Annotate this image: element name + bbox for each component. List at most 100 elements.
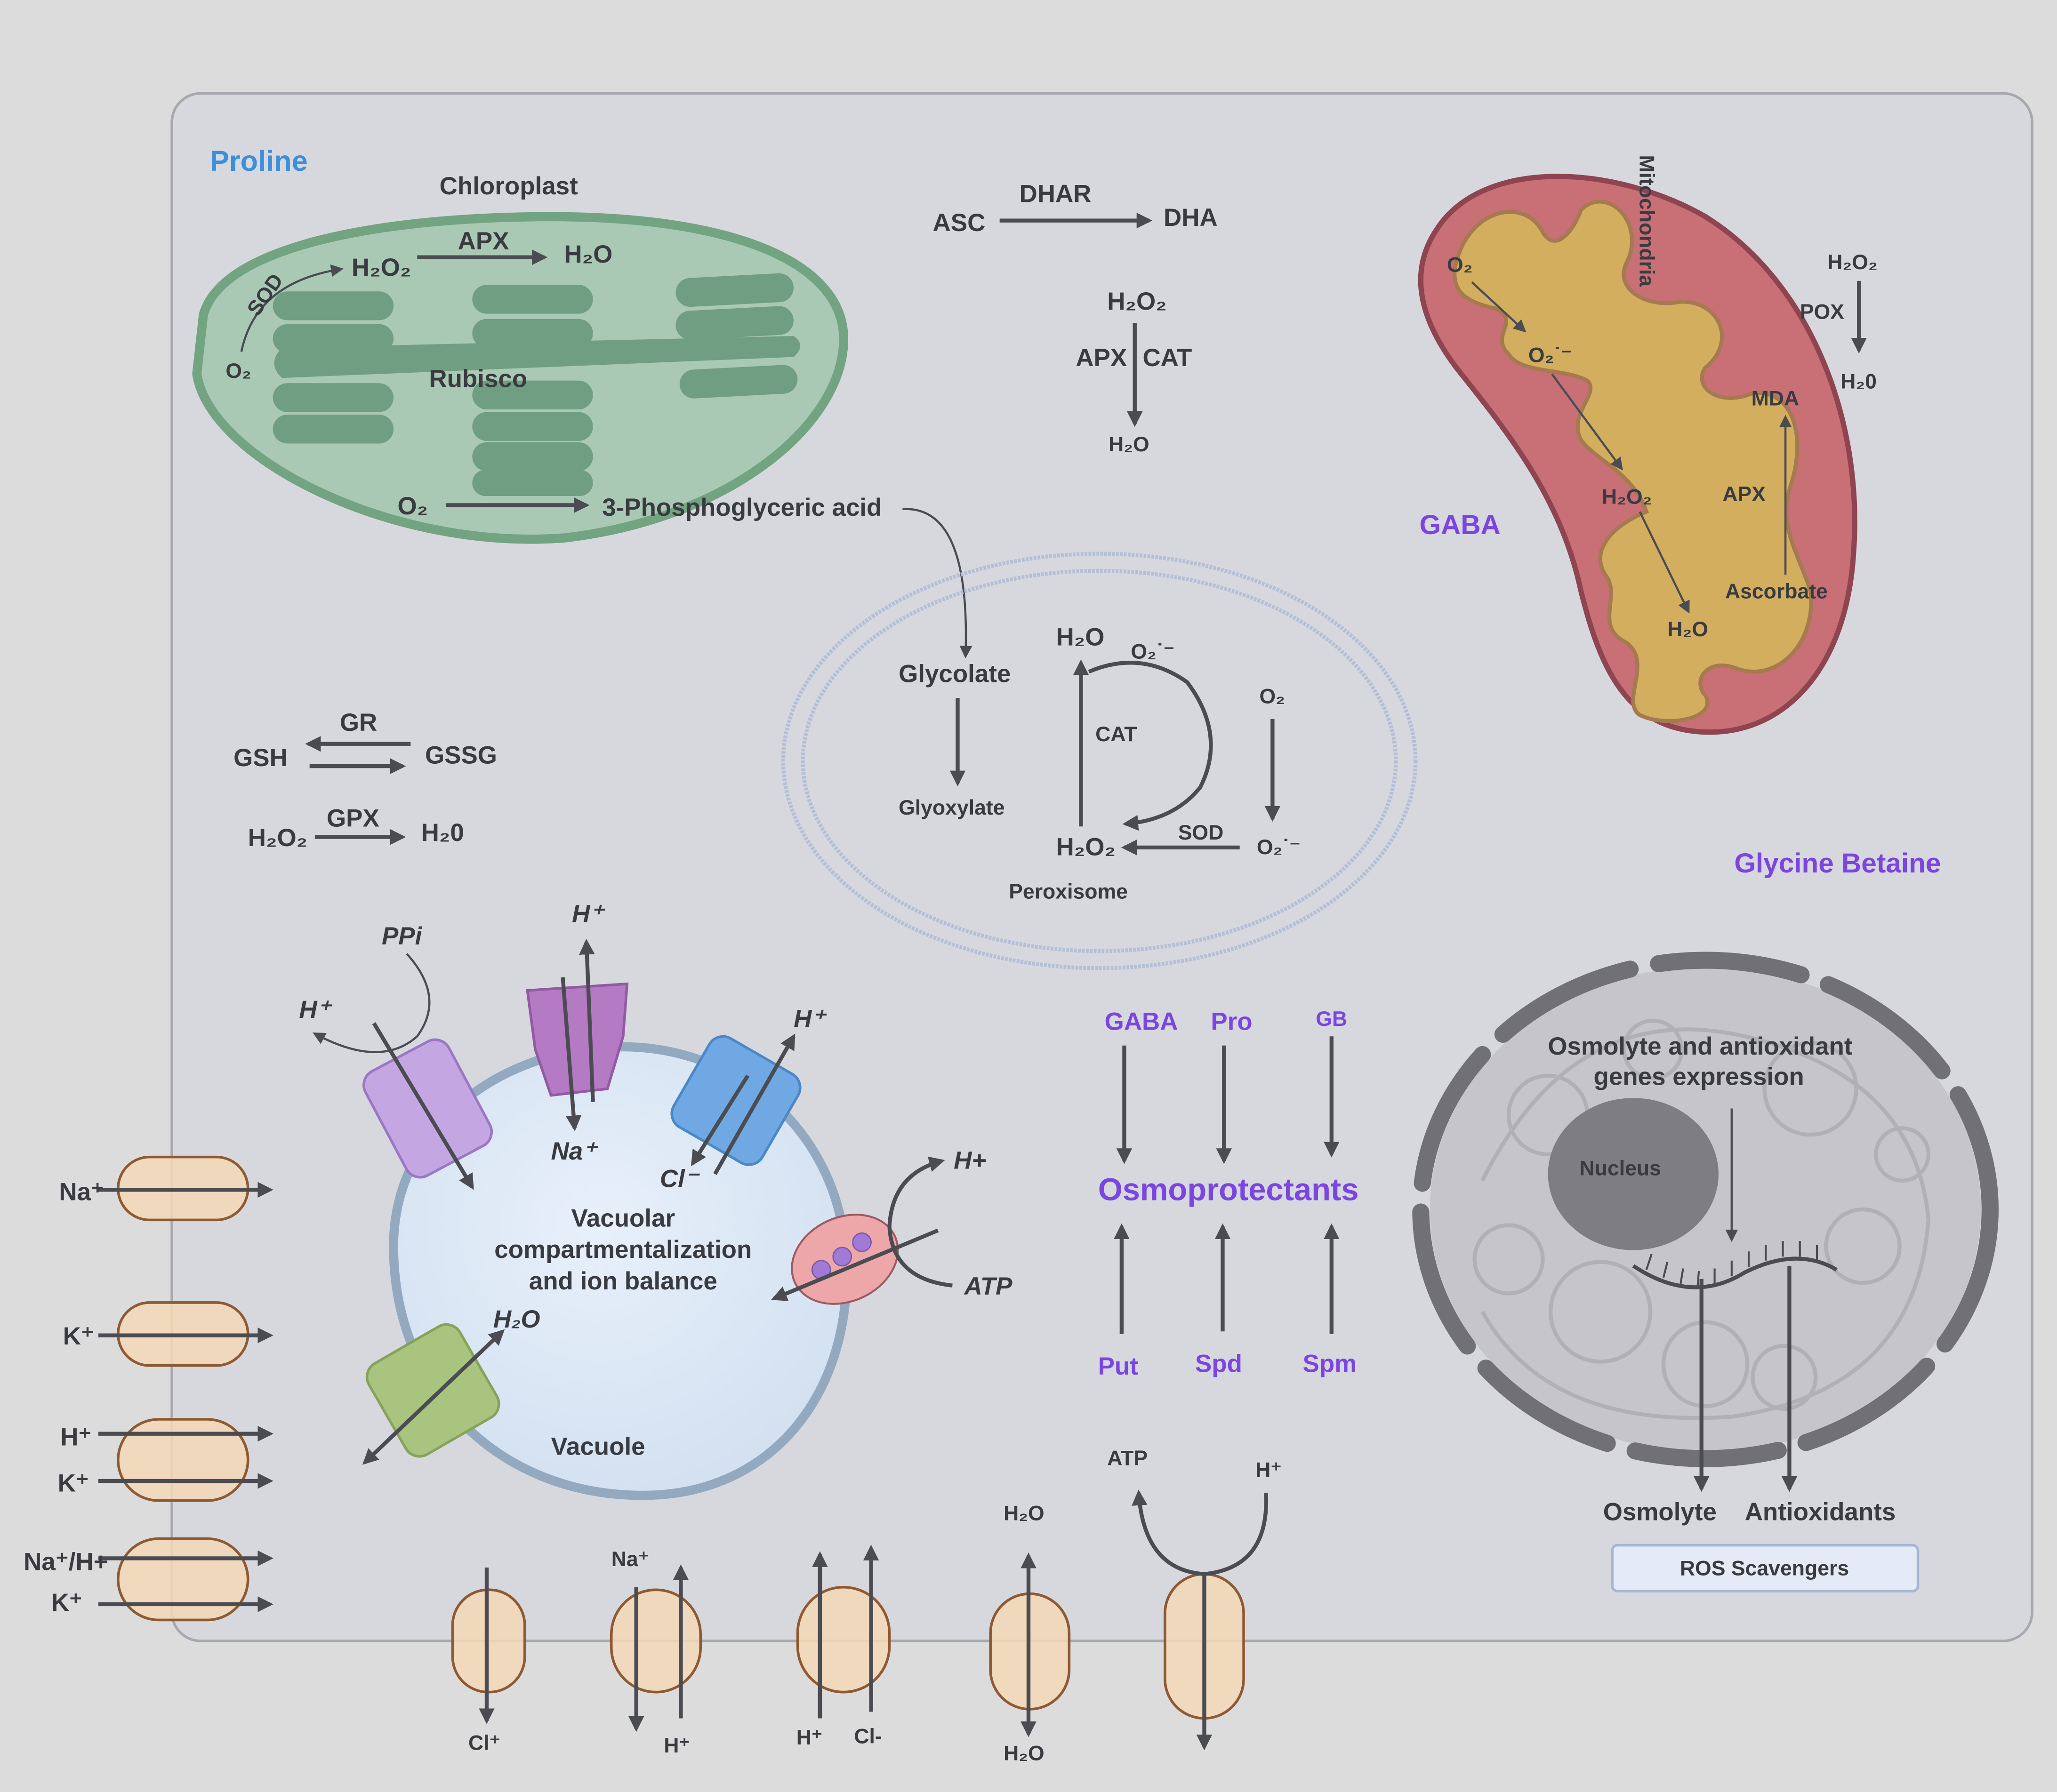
transporter-h-cl: [796, 1585, 891, 1694]
atp-h-arc-arrow: [1132, 1489, 1269, 1576]
transporter-na-h-k: [117, 1537, 249, 1622]
osmolyte-label: Osmolyte: [1603, 1498, 1717, 1526]
h2o-bottom-label: H₂O: [1004, 1742, 1045, 1765]
nucleus-title: Nucleus: [1580, 1157, 1661, 1180]
superoxide-top-label: O₂˙⁻: [1131, 640, 1174, 664]
o2-label: O₂: [1447, 253, 1472, 276]
pga-label: 3-Phosphoglyceric acid: [602, 494, 882, 521]
nhx-na-label: Na⁺: [551, 1137, 599, 1165]
superoxide-to-h2o2-arrow: [1551, 373, 1623, 471]
glycolate-label: Glycolate: [899, 660, 1011, 688]
osmo-top-gb: GB: [1316, 1008, 1347, 1031]
bottom-transporters: Cl⁺ Na⁺ H⁺ H⁺ Cl- H₂O H₂O ATP H⁺: [451, 1447, 1282, 1765]
atp-label: ATP: [1107, 1447, 1148, 1470]
o2-to-superoxide-arrow: [1471, 281, 1527, 333]
expression-line2: genes expression: [1594, 1063, 1804, 1090]
h-ppase-transport-arrow: [372, 1022, 474, 1190]
ppi-label: PPi: [382, 922, 423, 950]
osmoprotectants-block: GABA Pro GB Osmoprotectants Put Spd Spm: [1098, 1008, 1359, 1380]
antioxidants-label: Antioxidants: [1745, 1498, 1896, 1526]
nhx-body: [526, 982, 629, 1097]
gaba-label: GABA: [1420, 510, 1501, 540]
superoxide-label: O₂˙⁻: [1528, 344, 1572, 367]
mrna-strand: [1632, 1256, 1838, 1289]
dhar-label: DHAR: [1019, 180, 1091, 208]
asc-label: ASC: [933, 209, 986, 237]
sod-arrow: [240, 264, 344, 352]
k-label-2: K⁺: [58, 1469, 89, 1497]
osmo-bottom-spm: Spm: [1302, 1350, 1357, 1378]
pox-h2o2-label: H₂O₂: [1827, 251, 1877, 274]
proline-label: Proline: [210, 144, 308, 177]
o2-label: O₂: [1260, 685, 1285, 708]
chloroplast-title: Chloroplast: [440, 172, 578, 200]
v-atpase-subunit: [832, 1247, 852, 1267]
h-left-label: H⁺: [796, 1726, 823, 1749]
h2o2-label: H₂O₂: [1107, 288, 1166, 315]
mda-label: MDA: [1752, 387, 1800, 410]
osmo-top-pro: Pro: [1211, 1008, 1252, 1035]
ros-scavengers-box: [1611, 1544, 1920, 1592]
thylakoid: [472, 470, 593, 496]
h2o-label: H₂O: [1056, 624, 1105, 651]
osmo-bottom-spd: Spd: [1195, 1350, 1242, 1378]
h-label: H⁺: [60, 1424, 91, 1451]
thylakoid: [472, 442, 593, 472]
aquaporin-water-arrow: [362, 1329, 505, 1465]
transporter-h-k: [117, 1418, 249, 1502]
ascorbate-cycle: ASC DHAR DHA H₂O₂ APX CAT H₂O: [933, 180, 1218, 456]
v-atpase-h-label: H+: [954, 1147, 986, 1175]
cl-right-label: Cl-: [854, 1725, 882, 1748]
thylakoid: [273, 291, 394, 320]
left-transporters: Na⁺ K⁺ H⁺ K⁺ Na⁺/H+ K⁺: [24, 1155, 273, 1622]
expression-line1: Osmolyte and antioxidant: [1548, 1032, 1852, 1060]
gr-label: GR: [340, 709, 377, 736]
nhx-h-label: H⁺: [572, 900, 605, 928]
h2o2-to-h2o-arrow: [1639, 511, 1690, 614]
peroxisome: Glycolate Glyoxylate H₂O O₂˙⁻ CAT O₂ O₂˙…: [781, 552, 1418, 970]
h2o-top-label: H₂O: [1004, 1502, 1045, 1525]
atp-label: ATP: [963, 1272, 1012, 1300]
osmo-top-gaba: GABA: [1105, 1008, 1178, 1035]
mitochondria-title: Mitochondria: [1635, 155, 1658, 287]
peroxisome-title: Peroxisome: [1009, 880, 1128, 904]
na-label: Na⁺: [59, 1178, 104, 1206]
cl-out-label: Cl⁺: [468, 1731, 500, 1754]
superoxide-bottom-label: O₂˙⁻: [1257, 836, 1301, 859]
gpx-label: GPX: [327, 804, 379, 832]
dha-label: DHA: [1164, 204, 1218, 232]
cat-label: CAT: [1095, 723, 1137, 746]
v-atpase-transport-arrow: [771, 1228, 939, 1301]
apx-label: APX: [1722, 483, 1766, 506]
o2-bottom-label: O₂: [397, 492, 428, 520]
thylakoid: [472, 319, 593, 348]
h2o-label: H₂0: [421, 819, 464, 847]
vacuole: Vacuolar compartmentalization and ion ba…: [299, 900, 1012, 1500]
h2o2-label: H₂O₂: [352, 254, 411, 281]
aquaporin-h2o-label: H₂O: [493, 1305, 540, 1333]
peroxisome-outer-membrane: [781, 552, 1418, 970]
nhx-na-arrow: [561, 977, 582, 1131]
vacuole-caption-line3: and ion balance: [529, 1267, 717, 1295]
thylakoid: [273, 324, 394, 353]
thylakoid: [472, 380, 593, 410]
mitochondria: Mitochondria O₂ O₂˙⁻ H₂O₂ H₂O APX Ascorb…: [1418, 155, 1857, 735]
clc-cl-arrow: [691, 1074, 750, 1167]
nhx-antiporter: H⁺ Na⁺: [526, 900, 629, 1165]
pga-to-glycolate-arrow: [902, 508, 972, 659]
glycine-betaine-label: Glycine Betaine: [1734, 848, 1941, 879]
thylakoid: [273, 383, 394, 412]
k-label: K⁺: [63, 1322, 94, 1350]
nucleus-block: Nucleus Osmolyte and antioxidant genes e…: [1412, 952, 1999, 1592]
o2-label: O₂: [225, 360, 251, 383]
k-label-3: K⁺: [51, 1589, 82, 1616]
osmoprotectants-label: Osmoprotectants: [1098, 1172, 1359, 1208]
clc-h-label: H⁺: [794, 1005, 827, 1033]
vacuole-caption-line1: Vacuolar: [571, 1204, 675, 1232]
h2o2-label: H₂O₂: [1602, 486, 1652, 509]
v-atpase-pump: H+ ATP: [771, 1147, 1012, 1305]
glyoxylate-label: Glyoxylate: [899, 796, 1004, 819]
gssg-label: GSSG: [425, 742, 497, 769]
ppi-arc-arrow: [313, 953, 431, 1053]
peroxisome-inner-membrane: [801, 568, 1398, 953]
